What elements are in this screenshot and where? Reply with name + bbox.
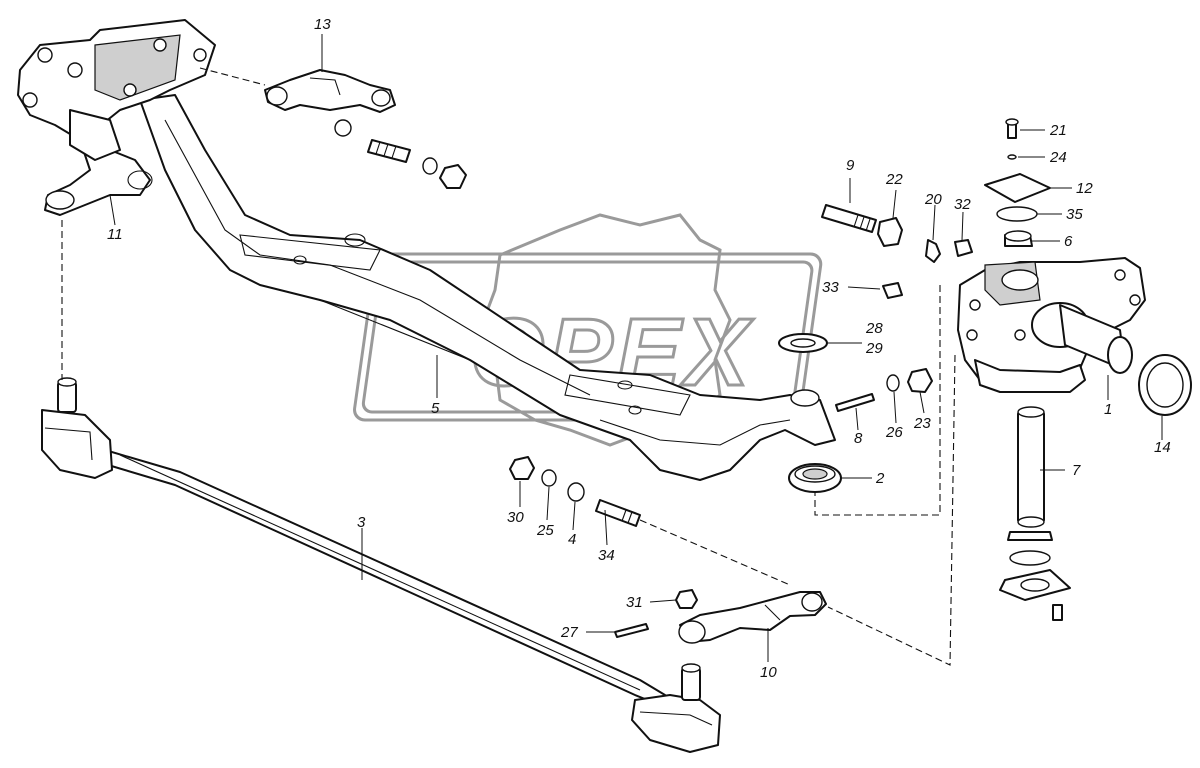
label-10: 10 xyxy=(760,664,777,681)
label-25: 25 xyxy=(536,522,554,539)
front-axle-beam xyxy=(139,94,836,481)
king-pin-7 xyxy=(1017,406,1045,528)
label-31: 31 xyxy=(626,594,643,611)
nut-31-and-pin-27 xyxy=(614,589,698,638)
label-27: 27 xyxy=(560,624,578,641)
label-28: 28 xyxy=(865,320,883,337)
label-33: 33 xyxy=(822,279,839,296)
lower-cover-stack xyxy=(999,531,1071,621)
label-5: 5 xyxy=(431,400,440,417)
label-3: 3 xyxy=(357,514,366,531)
stud-set-13 xyxy=(334,119,467,189)
label-22: 22 xyxy=(885,171,903,188)
label-35: 35 xyxy=(1066,206,1083,223)
label-24: 24 xyxy=(1049,149,1067,166)
right-steering-knuckle xyxy=(957,257,1146,393)
small-parts-cluster xyxy=(778,204,973,412)
label-2: 2 xyxy=(875,470,885,487)
label-7: 7 xyxy=(1072,462,1081,479)
upper-cover-stack xyxy=(984,118,1051,247)
label-1: 1 xyxy=(1104,401,1112,418)
label-4: 4 xyxy=(568,531,576,548)
steering-arm-10 xyxy=(678,591,827,644)
reference-lines xyxy=(61,67,956,666)
tie-rod-3 xyxy=(41,377,721,753)
steering-arm-13 xyxy=(264,69,396,113)
label-6: 6 xyxy=(1064,233,1073,250)
part-labels: 13 11 5 3 9 22 20 32 33 28 29 8 26 23 1 … xyxy=(107,16,1171,681)
stud-set-34 xyxy=(509,456,641,527)
label-9: 9 xyxy=(846,157,855,174)
label-26: 26 xyxy=(885,424,903,441)
label-21: 21 xyxy=(1049,122,1067,139)
label-12: 12 xyxy=(1076,180,1093,197)
leader-lines xyxy=(109,34,1163,662)
label-23: 23 xyxy=(913,415,931,432)
label-29: 29 xyxy=(865,340,883,357)
seal-14 xyxy=(1138,354,1192,416)
label-14: 14 xyxy=(1154,439,1171,456)
label-13: 13 xyxy=(314,16,331,33)
label-32: 32 xyxy=(954,196,971,213)
label-20: 20 xyxy=(924,191,942,208)
label-30: 30 xyxy=(507,509,524,526)
label-11: 11 xyxy=(107,226,123,243)
left-steering-knuckle xyxy=(17,19,216,216)
label-8: 8 xyxy=(854,430,863,447)
label-34: 34 xyxy=(598,547,615,564)
bearing-2 xyxy=(788,463,842,493)
